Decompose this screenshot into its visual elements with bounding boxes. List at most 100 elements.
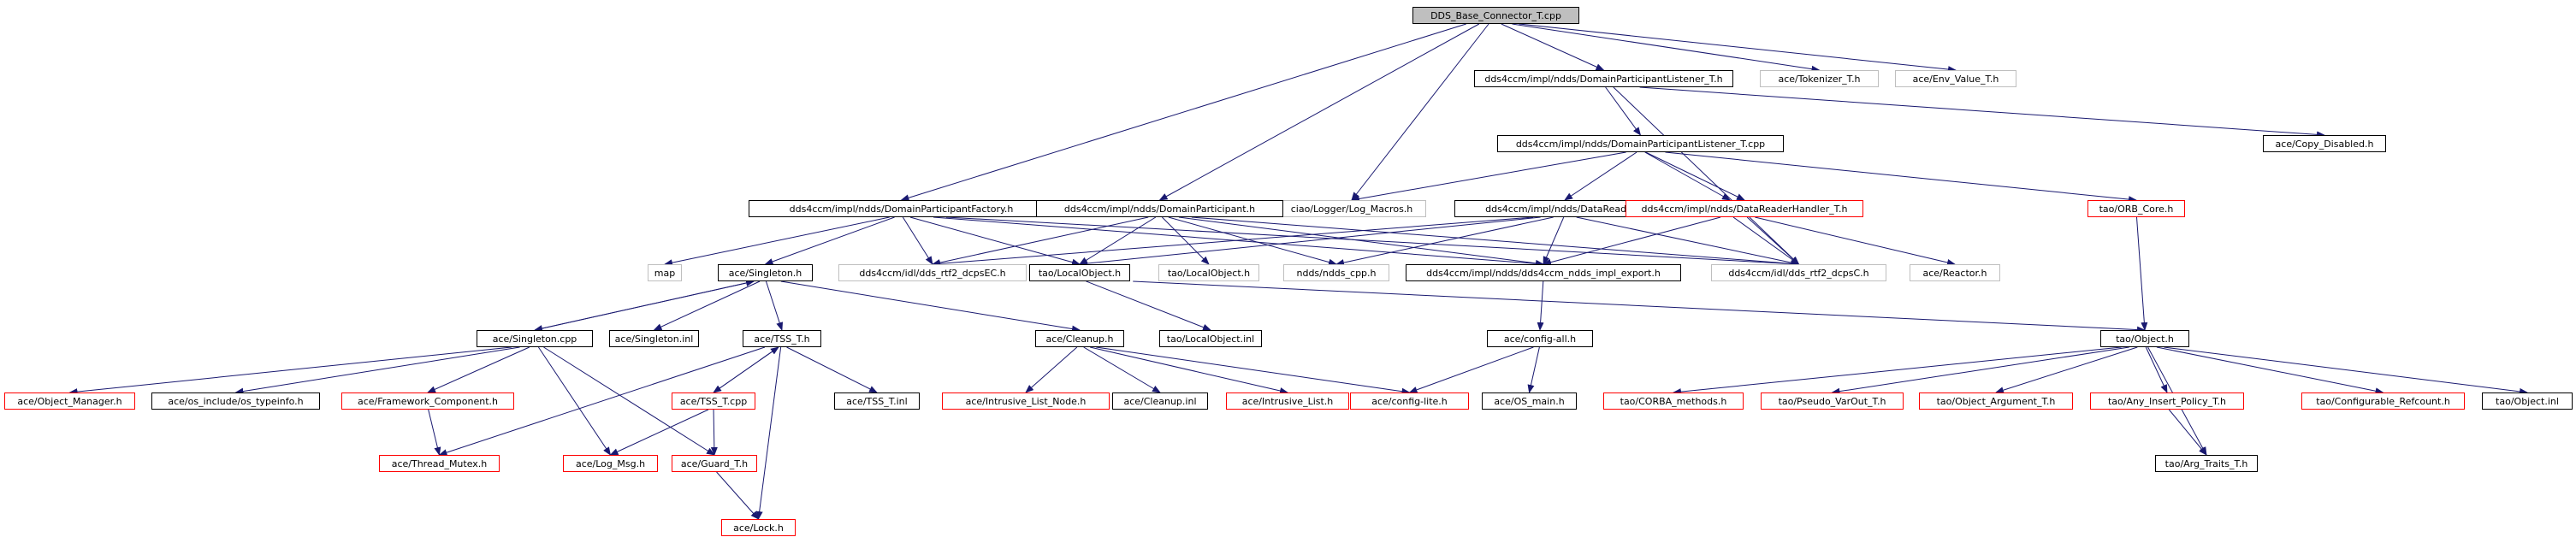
node-object_h[interactable]: tao/Object.h [2100,330,2189,347]
node-osmain[interactable]: ace/OS_main.h [1482,392,1577,410]
node-singleton_inl[interactable]: ace/Singleton.inl [609,330,699,347]
node-localobj_gray: tao/LocalObject.h [1158,264,1259,281]
edge-root-to-dpl_h [1501,23,1605,71]
node-reactor: ace/Reactor.h [1910,264,2000,281]
edge-framework-to-threadmutex [428,409,441,456]
edge-cleanup_h-to-cleanup_inl [1083,346,1161,393]
edge-dpl_cpp-to-orbcore [1665,151,2137,204]
edge-dp-to-export [1178,216,1544,267]
edge-singleton_cpp-to-logmsg [538,346,612,456]
edge-localobj_h-to-object_h [1133,280,2146,333]
edge-object_h-to-pseudovarout [1831,346,2129,395]
edge-root-to-logmacros [1351,23,1489,201]
edge-object_h-to-objectarg [1995,346,2138,394]
node-ilnode[interactable]: ace/Intrusive_List_Node.h [942,392,1110,410]
edge-dpf-to-export [933,216,1544,268]
edge-datareader-to-dcpsec [932,216,1534,268]
edge-dpl_cpp-to-datareader [1564,151,1637,201]
edge-dpl_h-to-dpl_cpp [1605,86,1642,136]
edge-object_h-to-anyinsert [2145,346,2168,393]
edge-cleanup_h-to-ilnode [1025,346,1078,393]
node-logmsg[interactable]: ace/Log_Msg.h [563,455,658,472]
node-copydis[interactable]: ace/Copy_Disabled.h [2263,135,2386,152]
node-localobj_inl[interactable]: tao/LocalObject.inl [1159,330,1262,347]
node-pseudovarout[interactable]: tao/Pseudo_VarOut_T.h [1761,392,1904,410]
edge-singleton_cpp-to-framework [427,346,530,393]
node-configrefcount[interactable]: tao/Configurable_Refcount.h [2301,392,2465,410]
node-ilist[interactable]: ace/Intrusive_List.h [1226,392,1349,410]
node-singleton_h[interactable]: ace/Singleton.h [718,264,813,281]
edge-singleton_h-to-cleanup_h [780,280,1081,333]
node-threadmutex[interactable]: ace/Thread_Mutex.h [379,455,500,472]
node-dpl_cpp[interactable]: dds4ccm/impl/ndds/DomainParticipantListe… [1497,135,1784,152]
edge-orbcore-to-object_h [2136,216,2148,331]
node-framework[interactable]: ace/Framework_Component.h [341,392,514,410]
edge-localobj_h-to-localobj_inl [1086,280,1211,331]
node-object_inl[interactable]: tao/Object.inl [2482,392,2573,410]
edge-dp-to-localobj_gray [1162,216,1210,265]
edge-root-to-envvalue [1519,23,1957,74]
node-drh[interactable]: dds4ccm/impl/ndds/DataReaderHandler_T.h [1626,200,1863,217]
node-envvalue: ace/Env_Value_T.h [1895,70,2016,87]
edge-object_h-to-corbamethods [1673,346,2122,396]
edge-singleton_cpp-to-singleton_h [534,280,755,331]
edge-dp-to-localobj_h [1079,216,1157,265]
edge-dp-to-nddscpp [1168,216,1337,266]
node-argtraits[interactable]: tao/Arg_Traits_T.h [2155,455,2258,472]
edge-tss_h-to-tss_inl [786,346,878,393]
edge-tss_h-to-threadmutex [438,346,766,456]
edge-drh-to-dcpsc [1746,216,1800,265]
edge-cleanup_h-to-configlite [1096,346,1411,395]
node-typeinfo[interactable]: ace/os_include/os_typeinfo.h [151,392,320,410]
node-objectarg[interactable]: tao/Object_Argument_T.h [1919,392,2073,410]
edge-drh-to-reactor [1755,216,1956,266]
node-guard[interactable]: ace/Guard_T.h [672,455,757,472]
edge-configall-to-osmain [1527,346,1540,393]
node-dpf[interactable]: dds4ccm/impl/ndds/DomainParticipantFacto… [749,200,1054,217]
node-lock[interactable]: ace/Lock.h [721,519,796,536]
edge-dpl_cpp-to-utils [1644,151,1731,201]
node-anyinsert[interactable]: tao/Any_Insert_Policy_T.h [2090,392,2244,410]
node-dpl_h[interactable]: dds4ccm/impl/ndds/DomainParticipantListe… [1474,70,1733,87]
edge-export-to-configall [1537,280,1544,331]
node-dp[interactable]: dds4ccm/impl/ndds/DomainParticipant.h [1036,200,1283,217]
edge-dpf-to-localobj_h [909,216,1081,266]
node-cleanup_inl[interactable]: ace/Cleanup.inl [1112,392,1208,410]
node-nddscpp: ndds/ndds_cpp.h [1283,264,1389,281]
edge-cleanup_h-to-ilist [1090,346,1288,394]
edge-root-to-tokenizer [1512,23,1821,73]
node-tss_h[interactable]: ace/TSS_T.h [743,330,821,347]
node-export[interactable]: dds4ccm/impl/ndds/dds4ccm_ndds_impl_expo… [1406,264,1681,281]
edge-anyinsert-to-argtraits [2168,409,2207,456]
edge-datareader-to-dcpsc [1576,216,1800,267]
edge-dp-to-dcpsc [1191,216,1800,268]
edge-root-to-dpf [900,23,1466,202]
edge-datareader-to-export [1543,216,1565,265]
edge-utils-to-export [1543,216,1721,266]
edge-configall-to-configlite [1408,346,1534,393]
edge-singleton_h-to-tss_h [765,280,784,331]
edge-guard-to-lock [716,471,760,520]
node-map: map [648,264,682,281]
node-corbamethods[interactable]: tao/CORBA_methods.h [1603,392,1744,410]
node-objmgr[interactable]: ace/Object_Manager.h [4,392,135,410]
edge-tss_cpp-to-logmsg [609,409,709,456]
node-orbcore[interactable]: tao/ORB_Core.h [2087,200,2185,217]
node-datareader[interactable]: dds4ccm/impl/ndds/DataReader.h [1454,200,1675,217]
node-logmacros: ciao/Logger/Log_Macros.h [1277,200,1426,217]
node-tss_inl[interactable]: ace/TSS_T.inl [834,392,920,410]
node-localobj_h[interactable]: tao/LocalObject.h [1029,264,1130,281]
edge-dpf-to-dcpsec [902,216,933,265]
node-configall[interactable]: ace/config-all.h [1487,330,1593,347]
edge-dpf-to-singleton_h [764,216,895,265]
node-tss_cpp[interactable]: ace/TSS_T.cpp [672,392,755,410]
node-cleanup_h[interactable]: ace/Cleanup.h [1035,330,1124,347]
edge-datareader-to-nddscpp [1335,216,1554,267]
edge-singleton_cpp-to-guard [543,346,715,456]
edge-dpf-to-dcpsc [945,216,1800,268]
node-singleton_cpp[interactable]: ace/Singleton.cpp [477,330,593,347]
edge-utils-to-dcpsc [1732,216,1800,265]
node-configlite[interactable]: ace/config-lite.h [1350,392,1469,410]
